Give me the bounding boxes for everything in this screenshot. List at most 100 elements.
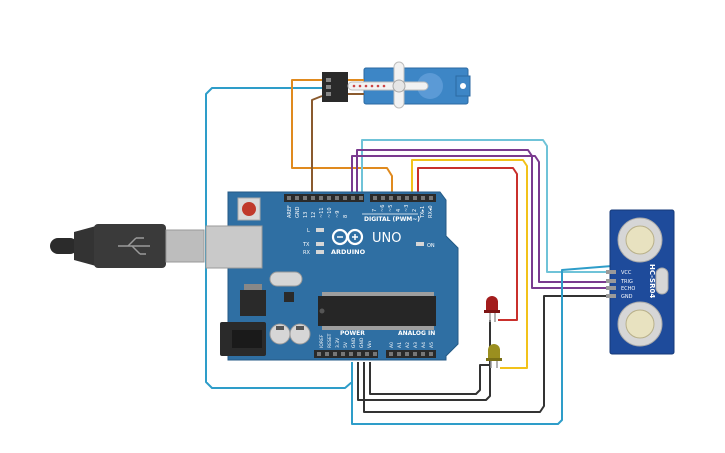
pin-label-gnd: GND: [295, 206, 301, 218]
pin-label-aref: AREF: [287, 205, 293, 218]
pin-label-6: ~6: [380, 205, 386, 212]
power-header-pins[interactable]: [317, 352, 377, 356]
capacitor-2: [289, 323, 311, 345]
wire-servo-power[interactable]: [291, 79, 393, 196]
voltage-regulator: [240, 290, 266, 316]
sensor-model-label: HC-SR04: [648, 264, 656, 298]
power-pin-gnd-2: GND: [359, 337, 365, 348]
servo-horn-arm[interactable]: [347, 81, 429, 91]
crystal: [269, 271, 303, 287]
digital-header-pins[interactable]: [287, 196, 433, 200]
pin-label-13: 13: [303, 212, 309, 218]
power-header: [314, 350, 378, 358]
pin-label-10: ~10: [327, 207, 333, 218]
wire-led-red[interactable]: [417, 167, 518, 321]
pin-label-8: 8: [343, 215, 349, 218]
arduino-logo-symbols: [337, 234, 358, 240]
analog-pin-a2: A2: [405, 342, 411, 348]
pin-label-5: ~5: [388, 205, 394, 212]
digital-header-label: DIGITAL (PWM~): [364, 216, 420, 223]
analog-pin-a3: A3: [413, 342, 419, 348]
analog-pin-a0: A0: [389, 342, 395, 348]
analog-header: [386, 350, 436, 358]
sensor-pins[interactable]: [606, 270, 616, 298]
sensor-pin-gnd: GND: [621, 294, 633, 300]
analog-pin-a5: A5: [429, 342, 435, 348]
power-pin-vin: Vin: [367, 341, 373, 348]
board-brand: ARDUINO: [331, 248, 366, 256]
power-pin-ioref: IOREF: [319, 334, 325, 348]
led-yellow[interactable]: [486, 344, 502, 368]
led-l-indicator: [316, 228, 324, 232]
pin-label-12: 12: [311, 212, 317, 218]
capacitor-1-mark: [276, 326, 284, 330]
wire-sensor-5v[interactable]: [351, 265, 613, 425]
servo-connector-pin-3: [326, 92, 331, 96]
wire-led-ground-1[interactable]: [357, 320, 491, 401]
pin-label-11: ~11: [319, 207, 325, 218]
usb-cable-strain: [50, 238, 78, 254]
sensor-transducer-top-mesh: [625, 225, 655, 255]
servo-connector-pin-1: [326, 78, 331, 82]
arduino-uno-board[interactable]: AREF GND 13 12 ~11 ~10 ~9 8 7 ~6 ~5 4 ~3…: [205, 191, 459, 361]
wire-sensor-echo[interactable]: [356, 149, 612, 289]
analog-pin-a1: A1: [397, 342, 403, 348]
power-pin-3v3: 3.3V: [335, 337, 341, 348]
led-red-dome: [486, 296, 498, 310]
usb-cable[interactable]: [50, 224, 205, 268]
led-rx-label: RX: [303, 250, 310, 256]
ultrasonic-sensor[interactable]: VCC TRIG ECHO GND HC-SR04: [606, 209, 675, 355]
power-pin-5v: 5V: [343, 341, 349, 348]
wire-servo-ground[interactable]: [311, 95, 323, 196]
sensor-pin-vcc: VCC: [621, 270, 632, 276]
pin-label-9: ~9: [335, 211, 341, 218]
pin-label-tx1: TX▸1: [420, 206, 426, 219]
led-on-indicator: [416, 242, 424, 246]
capacitor-2-mark: [296, 326, 304, 330]
chip-notch: [319, 308, 325, 314]
led-yellow-dome: [488, 344, 500, 358]
wire-servo-signal[interactable]: [205, 87, 353, 389]
led-l-label: L: [307, 228, 310, 234]
analog-pin-labels: A0 A1 A2 A3 A4 A5: [389, 342, 435, 348]
usb-socket: [205, 225, 263, 269]
pin-label-7: 7: [372, 209, 378, 212]
servo-horn-hub: [392, 79, 406, 93]
servo-motor[interactable]: [322, 61, 471, 109]
led-yellow-rim: [486, 358, 502, 361]
sensor-pin-echo: ECHO: [621, 286, 635, 292]
analog-pin-a4: A4: [421, 342, 427, 348]
digital-header-right: [370, 194, 436, 202]
power-pin-reset: RESET: [327, 333, 333, 348]
arduino-logo-icon: [331, 228, 364, 246]
servo-mount-hole: [460, 83, 466, 89]
wires: [205, 79, 613, 425]
usb-cable-boot: [74, 226, 96, 266]
pin-label-3: ~3: [404, 205, 410, 212]
servo-connector: [322, 72, 348, 102]
analog-header-pins[interactable]: [389, 352, 433, 356]
servo-horn-holes: [352, 84, 386, 88]
led-tx-indicator: [316, 242, 324, 246]
small-ic: [284, 292, 294, 302]
analog-header-label: ANALOG IN: [398, 330, 435, 337]
pin-label-4: 4: [396, 209, 402, 212]
power-pin-gnd-1: GND: [351, 337, 357, 348]
usb-icon: [118, 237, 150, 255]
digital-header-left: [284, 194, 364, 202]
sensor-pin-trig: TRIG: [620, 279, 633, 285]
led-red[interactable]: [484, 296, 500, 322]
reset-button[interactable]: [242, 202, 256, 216]
wire-sensor-trig[interactable]: [351, 155, 612, 283]
led-on-label: ON: [427, 243, 435, 249]
led-tx-label: TX: [302, 242, 310, 248]
wire-led-ground-2[interactable]: [369, 362, 491, 395]
power-header-label: POWER: [340, 330, 365, 337]
power-pin-labels: IOREF RESET 3.3V 5V GND GND Vin: [319, 333, 373, 348]
wire-sensor-ground[interactable]: [363, 295, 612, 413]
wire-led-yellow[interactable]: [411, 159, 528, 369]
power-jack-inner: [232, 330, 262, 348]
servo-connector-pin-2: [326, 85, 331, 89]
